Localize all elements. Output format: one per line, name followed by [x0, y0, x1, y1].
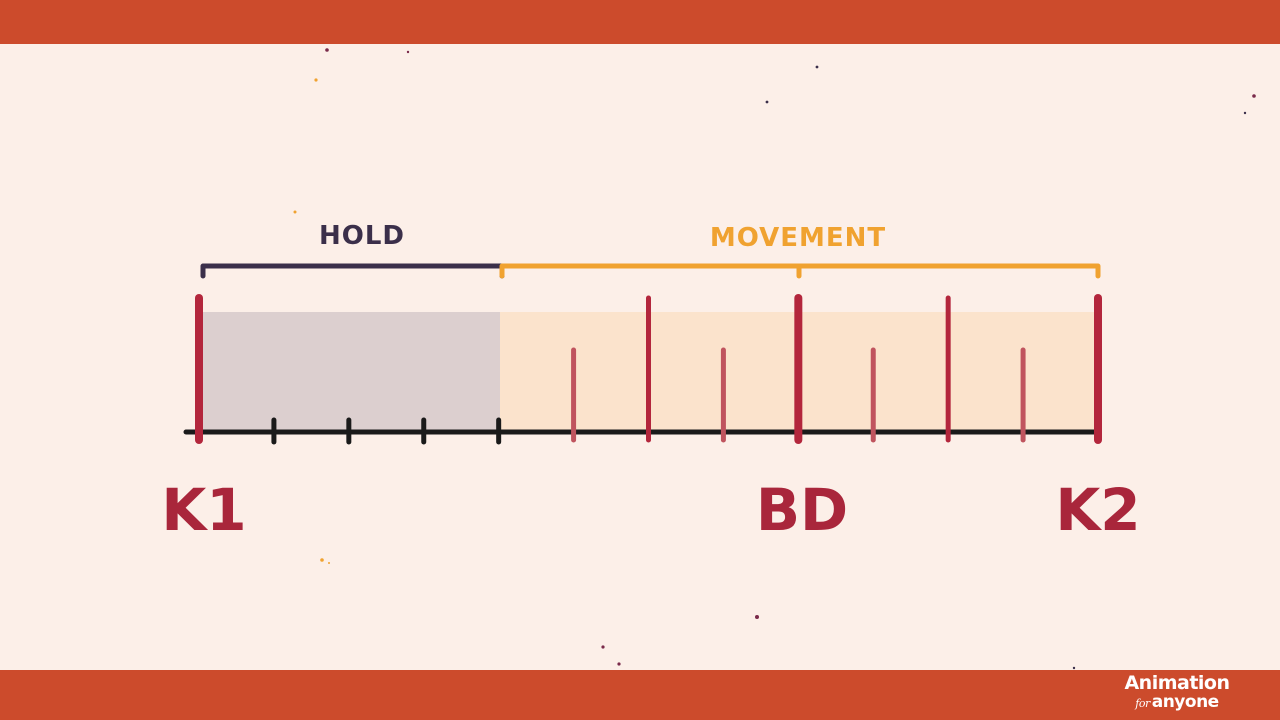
key-label-k1: K1 — [161, 476, 246, 544]
hold-bracket — [200, 263, 505, 279]
brand-logo-for: for — [1135, 697, 1150, 710]
brand-logo-line1: Animation — [1124, 672, 1230, 694]
speckles — [293, 48, 1256, 670]
hold-label: HOLD — [319, 221, 405, 251]
bottom-band — [0, 670, 1280, 720]
key-label-bd: BD — [756, 476, 848, 544]
frame-marks — [195, 294, 1102, 445]
top-band — [0, 0, 1280, 44]
key-label-k2: K2 — [1055, 476, 1140, 544]
brand-logo-anyone: anyone — [1151, 692, 1219, 712]
movement-label: MOVEMENT — [710, 223, 886, 253]
hold-segment — [200, 312, 500, 432]
